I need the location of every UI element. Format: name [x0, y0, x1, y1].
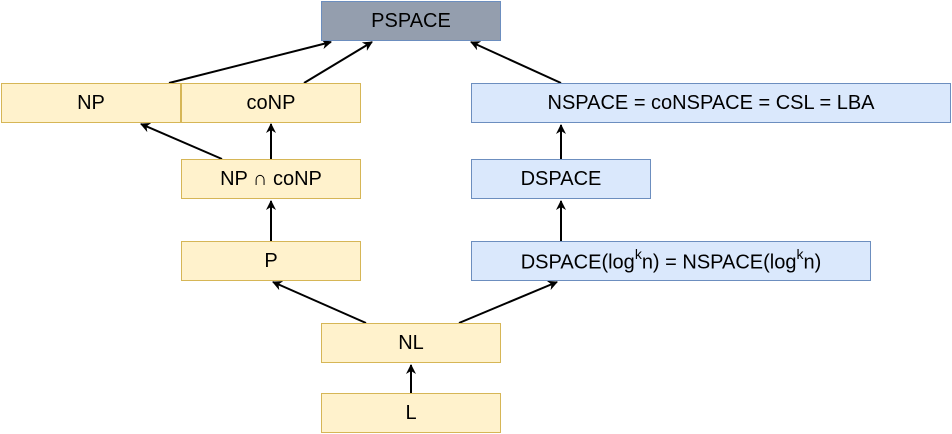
node-np-cap-conp: NP ∩ coNP: [181, 159, 361, 199]
node-dspace-log-part3: n): [803, 251, 822, 274]
node-np-cap-conp-label: NP ∩ coNP: [220, 167, 322, 190]
edge-nl-to-dspace-log: [458, 280, 558, 324]
node-dspace-log-label: DSPACE(logkn) = NSPACE(logkn): [520, 245, 822, 275]
node-nl-label: NL: [398, 331, 424, 354]
node-nspace: NSPACE = coNSPACE = CSL = LBA: [471, 83, 951, 123]
node-dspace: DSPACE: [471, 159, 651, 199]
node-np: NP: [1, 83, 181, 123]
edge-np-to-pspace: [168, 39, 332, 84]
edge-np-cap-conp-to-np: [140, 122, 223, 160]
edge-nl-to-p: [272, 281, 367, 324]
node-dspace-log-part2: n) = NSPACE(log: [641, 251, 797, 274]
node-np-label: NP: [77, 91, 105, 114]
edge-nspace-to-pspace: [470, 41, 562, 84]
node-p-label: P: [264, 249, 278, 272]
node-conp: coNP: [181, 83, 361, 123]
node-p: P: [181, 241, 361, 281]
node-dspace-log-sup1: k: [634, 245, 642, 262]
node-dspace-label: DSPACE: [520, 167, 602, 190]
node-nspace-label: NSPACE = coNSPACE = CSL = LBA: [547, 91, 875, 114]
node-nl: NL: [321, 323, 501, 363]
node-conp-label: coNP: [246, 91, 296, 114]
node-dspace-log: DSPACE(logkn) = NSPACE(logkn): [471, 241, 871, 281]
edge-conp-to-pspace: [303, 41, 373, 84]
node-l-label: L: [405, 401, 417, 424]
node-l: L: [321, 393, 501, 433]
node-pspace: PSPACE: [321, 1, 501, 41]
node-dspace-log-part1: DSPACE(log: [520, 251, 635, 274]
node-dspace-log-sup2: k: [796, 245, 804, 262]
node-pspace-label: PSPACE: [371, 9, 451, 32]
